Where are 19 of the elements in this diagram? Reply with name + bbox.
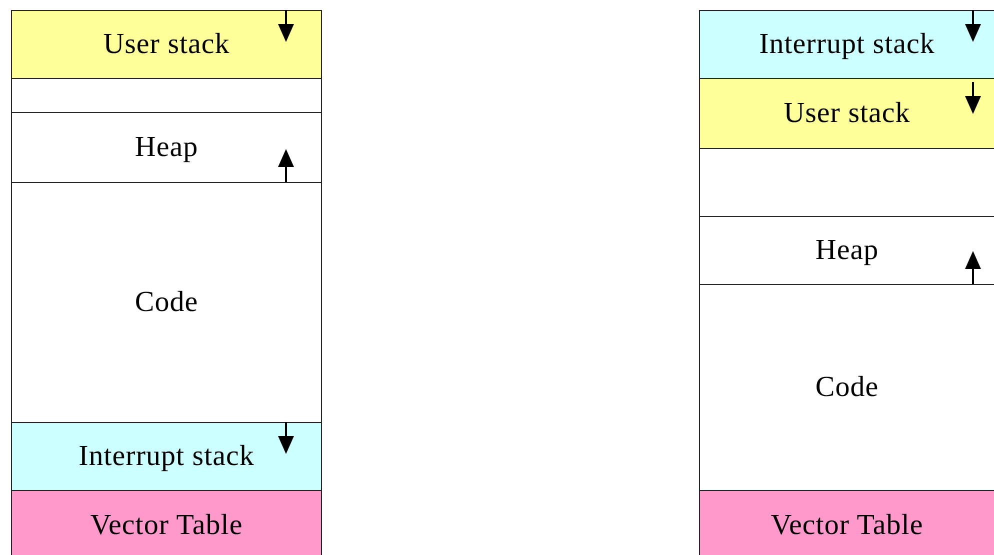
segment-label: Heap xyxy=(134,131,198,164)
memory-segment xyxy=(11,10,322,79)
memory-segment xyxy=(11,182,322,423)
memory-segment xyxy=(11,490,322,555)
segment-label: Interrupt stack xyxy=(759,28,935,61)
segment-label: Code xyxy=(815,371,879,404)
memory-segment xyxy=(11,112,322,183)
segment-label: User stack xyxy=(103,28,230,61)
segment-label: Code xyxy=(134,286,198,319)
memory-segment xyxy=(699,10,994,79)
segment-label: Heap xyxy=(815,234,879,267)
memory-segment xyxy=(699,78,994,149)
memory-segment xyxy=(11,422,322,491)
segment-label: Vector Table xyxy=(770,508,924,542)
segment-label: Interrupt stack xyxy=(78,440,254,473)
segment-label: User stack xyxy=(784,97,910,130)
empty-memory-segment xyxy=(11,78,322,113)
segment-label: Vector Table xyxy=(90,508,243,542)
memory-segment xyxy=(699,490,994,555)
